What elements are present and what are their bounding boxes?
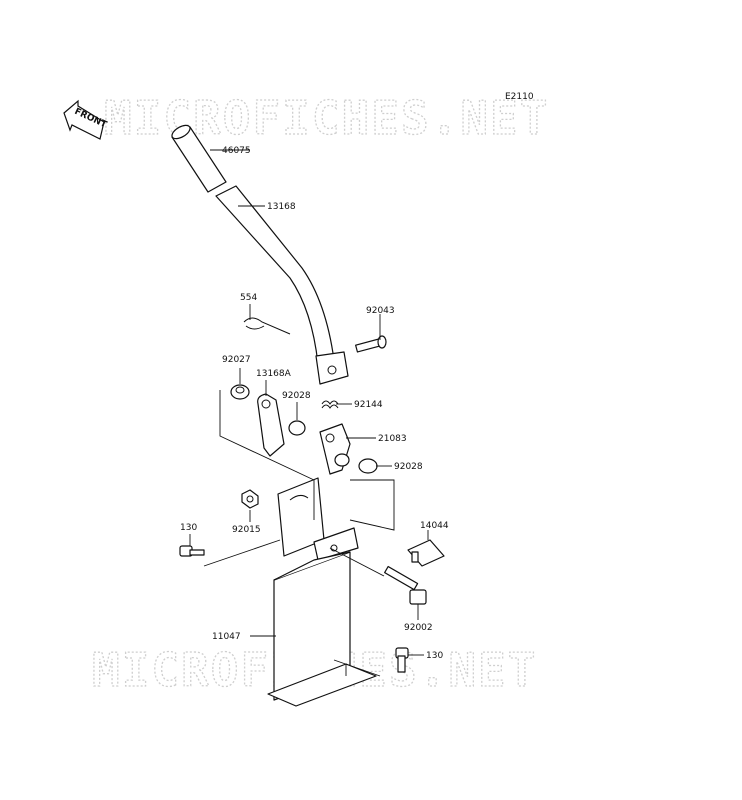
spring-part [321,400,339,409]
collar-part-92028b [358,458,378,474]
stop-bracket-part [407,539,445,567]
callout-130-right: 130 [426,651,443,661]
nut-part [241,489,259,509]
callout-46075: 46075 [222,146,251,156]
main-bracket-part [267,527,377,707]
callout-92144: 92144 [354,400,383,410]
callout-92015: 92015 [232,525,261,535]
callout-13168: 13168 [267,202,296,212]
callout-92028-upper: 92028 [282,391,311,401]
callout-92028-lower: 92028 [394,462,423,472]
bolt-part-130a [179,545,205,557]
callout-92002: 92002 [404,623,433,633]
switch-part [319,423,351,475]
shift-lever-part [215,185,349,385]
callout-92043: 92043 [366,306,395,316]
bolt-part-130b [395,647,409,673]
bolt-part-92002 [384,565,427,605]
front-arrow-icon: FRONT [63,99,109,140]
collar-part-92028a [288,420,306,436]
watermark-top: MICROFICHES.NET [104,91,549,145]
bushing-part-92027 [230,384,250,400]
lever-arm-part [257,393,285,457]
diagram-code: E2110 [505,92,534,102]
hair-clip-part [243,317,291,335]
callout-11047: 11047 [212,632,241,642]
callout-92027: 92027 [222,355,251,365]
grip-part [171,124,227,193]
callout-554: 554 [240,293,257,303]
pin-part [355,335,387,353]
callout-14044: 14044 [420,521,449,531]
callout-130-left: 130 [180,523,197,533]
callout-13168A: 13168A [256,369,292,379]
callout-21083: 21083 [378,434,407,444]
